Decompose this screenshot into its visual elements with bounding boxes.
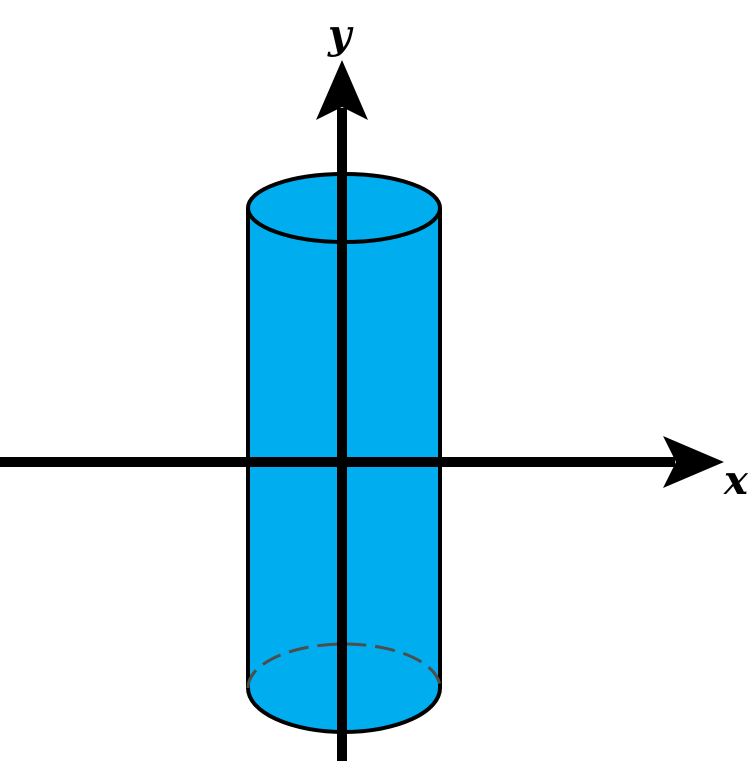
x-axis-label: x — [723, 457, 749, 504]
y-axis-arrowhead — [316, 60, 368, 120]
x-axis-arrowhead — [663, 436, 724, 488]
cylinder-bottom-hidden-edge — [246, 642, 442, 689]
y-axis-label: y — [327, 11, 354, 58]
